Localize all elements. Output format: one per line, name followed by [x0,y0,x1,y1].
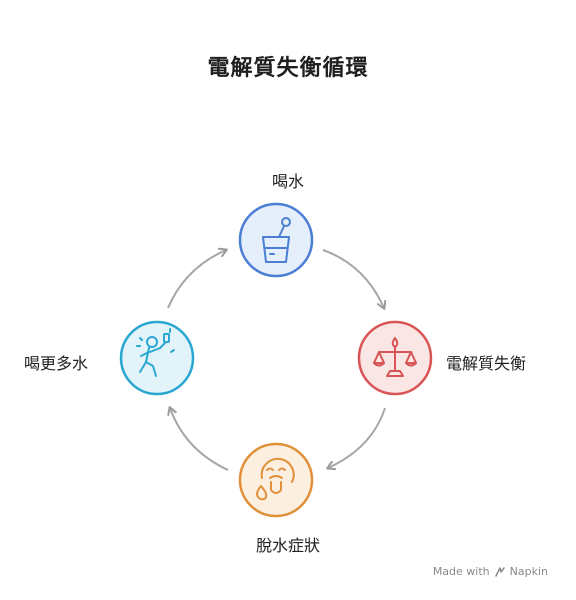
sick-face-icon [256,457,295,501]
node-drink-water [238,202,314,278]
node-dehydration [238,442,314,518]
watermark-brand: Napkin [509,565,548,578]
node-label-drink-water: 喝水 [271,172,304,191]
diagram-title: 電解質失衡循環 [207,56,369,81]
arrow-dehydration-to-drinkmore [167,406,229,471]
napkin-watermark[interactable]: Made with Napkin [433,565,548,578]
person-drinking-icon [136,328,175,377]
napkin-logo-icon [494,566,505,577]
glass-with-straw-icon [262,217,291,263]
arrow-drink-to-imbalance [322,249,387,310]
node-label-drink-more-water: 喝更多水 [24,354,89,373]
node-label-electrolyte-imbalance: 電解質失衡 [446,354,527,373]
balance-scale-icon [373,337,417,377]
arrow-imbalance-to-dehydration [326,407,386,471]
node-label-dehydration: 脫水症狀 [255,536,320,555]
watermark-prefix: Made with [432,565,490,578]
node-electrolyte-imbalance [357,320,433,396]
node-drink-more-water [119,320,195,396]
arrow-drinkmore-to-drink [167,247,228,309]
